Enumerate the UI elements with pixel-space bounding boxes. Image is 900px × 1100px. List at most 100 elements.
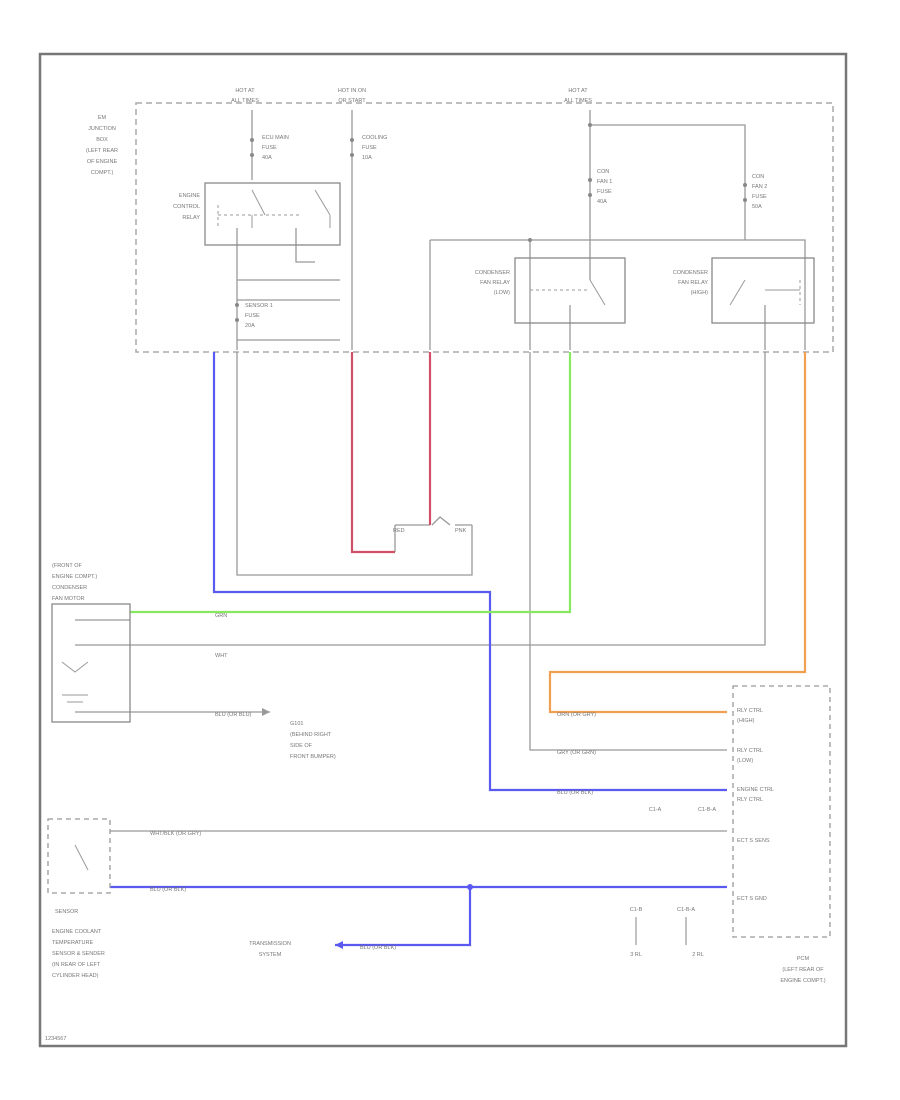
svg-text:(LOW): (LOW)	[737, 758, 753, 764]
pcm-connector-labels: C1-A C1-B-A C1-B C1-B-A 3 RL 2 RL	[630, 807, 717, 958]
svg-text:FAN RELAY: FAN RELAY	[678, 280, 708, 286]
svg-text:CONDENSER: CONDENSER	[52, 585, 87, 591]
svg-text:FUSE: FUSE	[362, 145, 377, 151]
svg-text:BOX: BOX	[96, 137, 108, 143]
fuse-symbols	[235, 123, 747, 322]
svg-text:ENGINE CTRL: ENGINE CTRL	[737, 787, 774, 793]
svg-text:G101: G101	[290, 721, 303, 727]
svg-text:BLU (OR BLK): BLU (OR BLK)	[360, 945, 396, 951]
svg-text:ORN (OR GRY): ORN (OR GRY)	[557, 712, 596, 718]
svg-text:(LEFT REAR OF: (LEFT REAR OF	[782, 967, 824, 973]
svg-text:FAN RELAY: FAN RELAY	[480, 280, 510, 286]
diagram-id: 1234567	[45, 1036, 66, 1042]
svg-text:ALL TIMES: ALL TIMES	[564, 98, 592, 104]
svg-text:40A: 40A	[262, 155, 272, 161]
pcm-ground-wires	[635, 917, 687, 945]
svg-text:EM: EM	[98, 115, 107, 121]
svg-text:PCM: PCM	[797, 956, 810, 962]
svg-text:ECT S GND: ECT S GND	[737, 896, 767, 902]
orange-wire	[548, 352, 807, 714]
svg-text:3 RL: 3 RL	[630, 952, 642, 958]
svg-text:HOT AT: HOT AT	[568, 88, 588, 94]
svg-text:TEMPERATURE: TEMPERATURE	[52, 940, 93, 946]
splice-point	[467, 884, 473, 890]
svg-text:OR START: OR START	[338, 98, 366, 104]
svg-text:ENGINE COMPT.): ENGINE COMPT.)	[780, 978, 825, 984]
blue-wire-ecu	[212, 352, 727, 792]
ground-g101-label: G101 (BEHIND RIGHT SIDE OF FRONT BUMPER)	[262, 708, 336, 760]
condenser-fan-motor: (FRONT OF ENGINE COMPT.) CONDENSER FAN M…	[51, 563, 131, 723]
svg-text:HOT IN ON: HOT IN ON	[338, 88, 366, 94]
transmission-system-label: TRANSMISSION SYSTEM	[249, 941, 291, 958]
blue-wire-ect-ground	[110, 885, 727, 947]
svg-text:ECU MAIN: ECU MAIN	[262, 135, 289, 141]
svg-text:FAN MOTOR: FAN MOTOR	[52, 596, 85, 602]
svg-text:(LOW): (LOW)	[494, 290, 510, 296]
svg-text:CONTROL: CONTROL	[173, 204, 200, 210]
svg-text:WHT/BLK (OR GRY): WHT/BLK (OR GRY)	[150, 831, 201, 837]
svg-text:10A: 10A	[362, 155, 372, 161]
svg-text:(FRONT OF: (FRONT OF	[52, 563, 82, 569]
svg-text:CON: CON	[597, 169, 609, 175]
svg-text:ENGINE COOLANT: ENGINE COOLANT	[52, 929, 102, 935]
svg-text:40A: 40A	[597, 199, 607, 205]
fuse-labels: ECU MAIN FUSE 40A COOLING FUSE 10A CON F…	[245, 135, 767, 329]
svg-text:(LEFT REAR: (LEFT REAR	[86, 148, 118, 154]
svg-text:SIDE OF: SIDE OF	[290, 743, 313, 749]
svg-text:CONDENSER: CONDENSER	[673, 270, 708, 276]
svg-text:BLU (OR BLK): BLU (OR BLK)	[557, 790, 593, 796]
svg-text:FUSE: FUSE	[262, 145, 277, 151]
svg-text:TRANSMISSION: TRANSMISSION	[249, 941, 291, 947]
wire-code-labels: WHT GRN BLU (OR BLU) ORN (OR GRY) GRY (O…	[150, 528, 596, 951]
svg-text:SENSOR 1: SENSOR 1	[245, 303, 273, 309]
svg-text:FUSE: FUSE	[597, 189, 612, 195]
diagram-frame	[38, 52, 848, 1048]
svg-text:FUSE: FUSE	[752, 194, 767, 200]
svg-text:RED: RED	[393, 528, 405, 534]
junction-box-boundary	[135, 102, 834, 353]
svg-text:JUNCTION: JUNCTION	[88, 126, 116, 132]
svg-text:RLY CTRL: RLY CTRL	[737, 748, 763, 754]
svg-text:SENSOR: SENSOR	[55, 909, 78, 915]
svg-text:CYLINDER HEAD): CYLINDER HEAD)	[52, 973, 99, 979]
svg-text:WHT: WHT	[215, 653, 228, 659]
svg-text:GRY (OR GRN): GRY (OR GRN)	[557, 750, 596, 756]
svg-text:GRN: GRN	[215, 613, 227, 619]
svg-text:ENGINE: ENGINE	[179, 193, 200, 199]
junction-box-label: EM JUNCTION BOX (LEFT REAR OF ENGINE COM…	[86, 115, 118, 176]
svg-text:FUSE: FUSE	[245, 313, 260, 319]
svg-text:C1-B: C1-B	[630, 907, 643, 913]
ect-sensor: SENSOR ENGINE COOLANT TEMPERATURE SENSOR…	[47, 818, 111, 979]
svg-text:20A: 20A	[245, 323, 255, 329]
svg-text:2 RL: 2 RL	[692, 952, 704, 958]
svg-text:FAN 2: FAN 2	[752, 184, 767, 190]
svg-text:COMPT.): COMPT.)	[91, 170, 114, 176]
svg-text:50A: 50A	[752, 204, 762, 210]
svg-text:CON: CON	[752, 174, 764, 180]
svg-text:HOT AT: HOT AT	[235, 88, 255, 94]
engine-control-relay: ENGINE CONTROL RELAY	[173, 182, 341, 246]
svg-text:ENGINE COMPT.): ENGINE COMPT.)	[52, 574, 97, 580]
pcm-module: RLY CTRL (HIGH) RLY CTRL (LOW) ENGINE CT…	[732, 685, 831, 984]
transmission-arrow	[335, 941, 343, 949]
red-wire	[350, 352, 395, 554]
svg-text:PNK: PNK	[455, 528, 467, 534]
svg-text:FRONT BUMPER): FRONT BUMPER)	[290, 754, 336, 760]
svg-text:(BEHIND RIGHT: (BEHIND RIGHT	[290, 732, 332, 738]
svg-text:C1-B-A: C1-B-A	[677, 907, 695, 913]
condenser-fan-relay-low: CONDENSER FAN RELAY (LOW)	[475, 257, 626, 324]
svg-text:C1-A: C1-A	[649, 807, 662, 813]
svg-text:C1-B-A: C1-B-A	[698, 807, 716, 813]
svg-text:RELAY: RELAY	[182, 215, 200, 221]
condenser-fan-relay-high: CONDENSER FAN RELAY (HIGH)	[673, 257, 815, 324]
svg-text:(HIGH): (HIGH)	[737, 718, 755, 724]
svg-text:ECT S SENS: ECT S SENS	[737, 838, 770, 844]
svg-text:COOLING: COOLING	[362, 135, 387, 141]
svg-text:(IN REAR OF LEFT: (IN REAR OF LEFT	[52, 962, 101, 968]
svg-text:SYSTEM: SYSTEM	[259, 952, 282, 958]
svg-text:FAN 1: FAN 1	[597, 179, 612, 185]
svg-text:SENSOR & SENDER: SENSOR & SENDER	[52, 951, 105, 957]
svg-text:RLY CTRL: RLY CTRL	[737, 797, 763, 803]
svg-text:(HIGH): (HIGH)	[691, 290, 709, 296]
